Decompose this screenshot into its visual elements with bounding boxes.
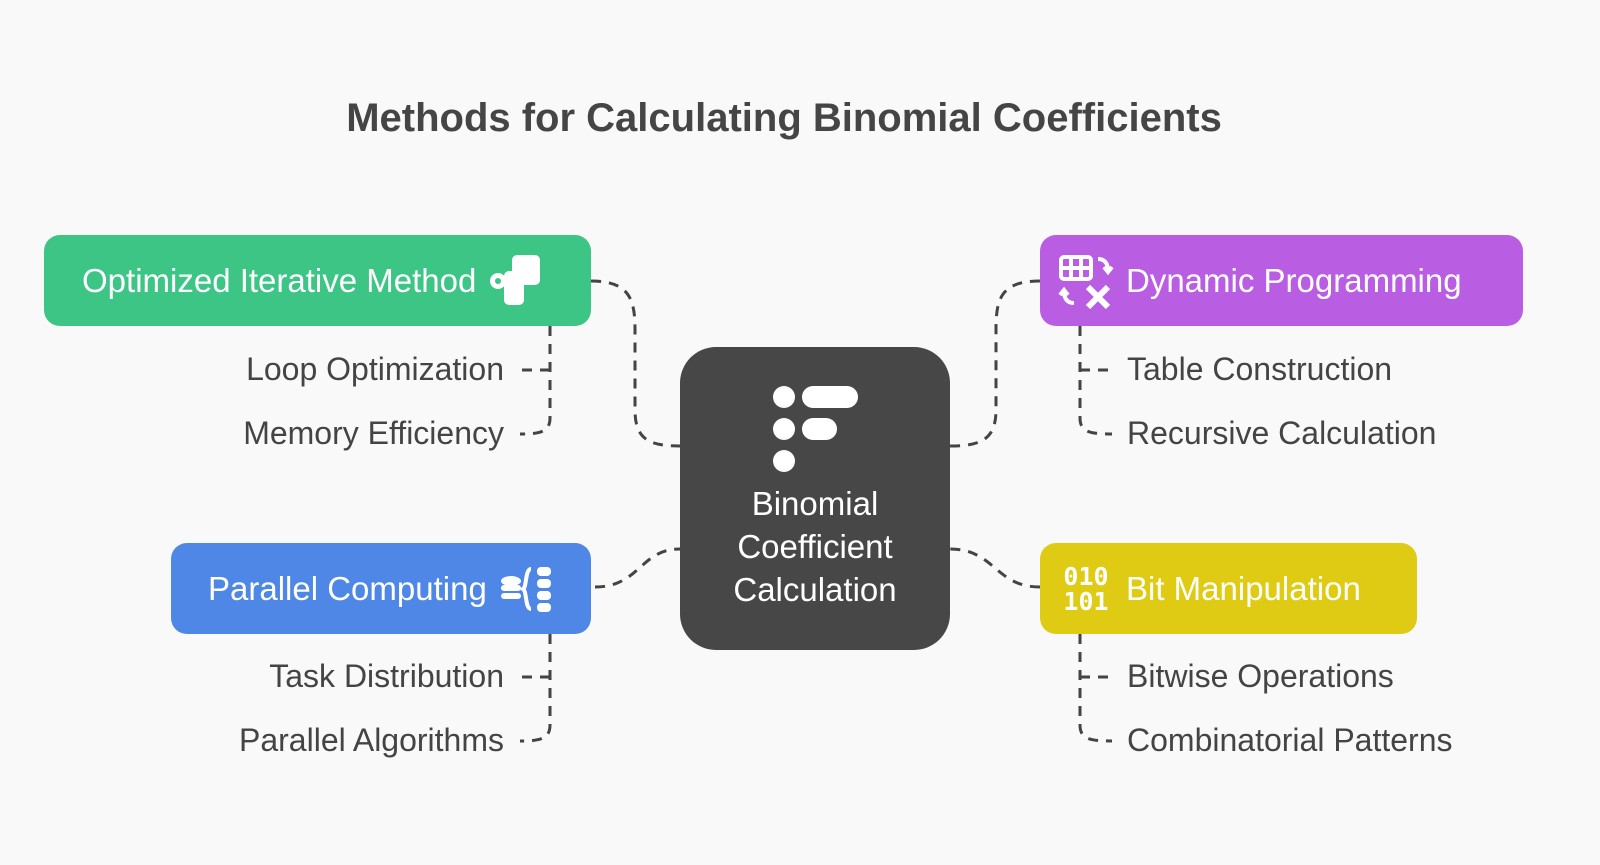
branch-label: Dynamic Programming — [1126, 261, 1462, 299]
center-label-line: Binomial — [751, 485, 879, 522]
sub-connector-right-bottom — [1078, 634, 1113, 743]
connector-bit — [949, 547, 1041, 589]
sub-connector-right-top — [1078, 326, 1113, 436]
center-label-line: Coefficient — [737, 528, 893, 565]
branch-optimized-iterative: Optimized Iterative Method — [44, 235, 591, 326]
branch-label: Parallel Computing — [208, 569, 487, 607]
sub-item-table-construction: Table Construction — [1127, 351, 1393, 387]
sub-item-recursive-calculation: Recursive Calculation — [1127, 415, 1437, 451]
branch-parallel-computing: Parallel Computing — [171, 543, 591, 634]
sub-item-combinatorial-patterns: Combinatorial Patterns — [1127, 722, 1453, 758]
center-node: Binomial Coefficient Calculation — [680, 347, 950, 650]
branch-label: Bit Manipulation — [1126, 569, 1361, 607]
database-braces-icon — [499, 561, 555, 617]
sub-item-parallel-algorithms: Parallel Algorithms — [239, 722, 504, 758]
connector-parallel — [594, 547, 681, 589]
sub-connector-left-top — [519, 326, 552, 436]
center-label-line: Calculation — [733, 571, 897, 608]
diagram-title: Methods for Calculating Binomial Coeffic… — [346, 96, 1222, 140]
list-icon — [773, 386, 858, 472]
sub-item-bitwise-operations: Bitwise Operations — [1127, 658, 1394, 694]
sub-item-memory-efficiency: Memory Efficiency — [243, 415, 504, 451]
connector-dynamic — [949, 279, 1041, 448]
connector-optimized — [590, 279, 681, 448]
branch-dynamic-programming: Dynamic Programming — [1040, 235, 1523, 326]
binary-line: 010 — [1063, 561, 1109, 591]
branch-label: Optimized Iterative Method — [82, 261, 477, 299]
branch-bit-manipulation: 010 101 Bit Manipulation — [1040, 543, 1417, 634]
sub-item-loop-optimization: Loop Optimization — [246, 351, 504, 387]
sub-item-task-distribution: Task Distribution — [269, 658, 504, 694]
step-icon — [488, 253, 544, 309]
sub-connector-left-bottom — [519, 634, 552, 743]
table-swap-icon — [1058, 253, 1114, 309]
binary-icon: 010 101 — [1058, 561, 1114, 617]
binary-line: 101 — [1063, 586, 1109, 616]
